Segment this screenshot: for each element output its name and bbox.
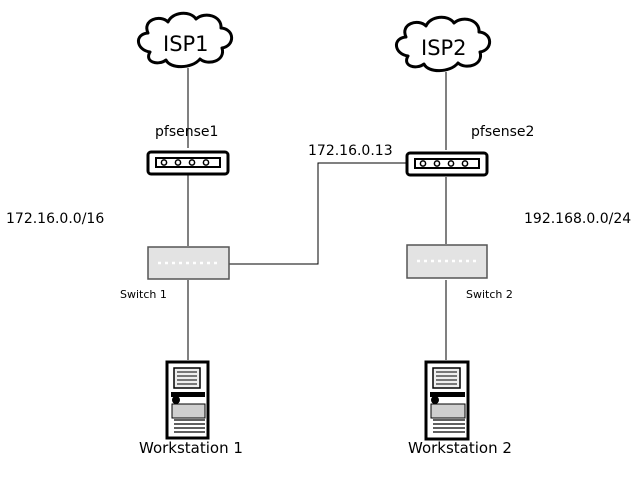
router-pfsense2-label: pfsense2 (471, 124, 535, 140)
switch-1-label: Switch 1 (120, 288, 167, 301)
router-pfsense1-label: pfsense1 (155, 124, 219, 140)
workstation-2-icon (424, 360, 470, 441)
link-switch1-pfsense2 (229, 162, 407, 265)
cloud-isp1-icon (137, 11, 234, 69)
router-pfsense2-icon (405, 151, 489, 177)
cloud-isp2-label: ISP2 (421, 36, 467, 60)
switch-1-icon (147, 246, 230, 280)
link-ip-label: 172.16.0.13 (308, 143, 393, 159)
workstation-1-icon (165, 360, 210, 440)
workstation-1-label: Workstation 1 (139, 439, 243, 457)
cloud-isp2-icon (395, 15, 492, 73)
switch-2-icon (406, 244, 488, 279)
switch-2-label: Switch 2 (466, 288, 513, 301)
connections (187, 68, 447, 360)
router-pfsense1-icon (146, 150, 230, 176)
workstation-2-label: Workstation 2 (408, 439, 512, 457)
left-subnet-label: 172.16.0.0/16 (6, 211, 105, 227)
cloud-isp1-label: ISP1 (163, 32, 209, 56)
right-subnet-label: 192.168.0.0/24 (524, 211, 632, 227)
